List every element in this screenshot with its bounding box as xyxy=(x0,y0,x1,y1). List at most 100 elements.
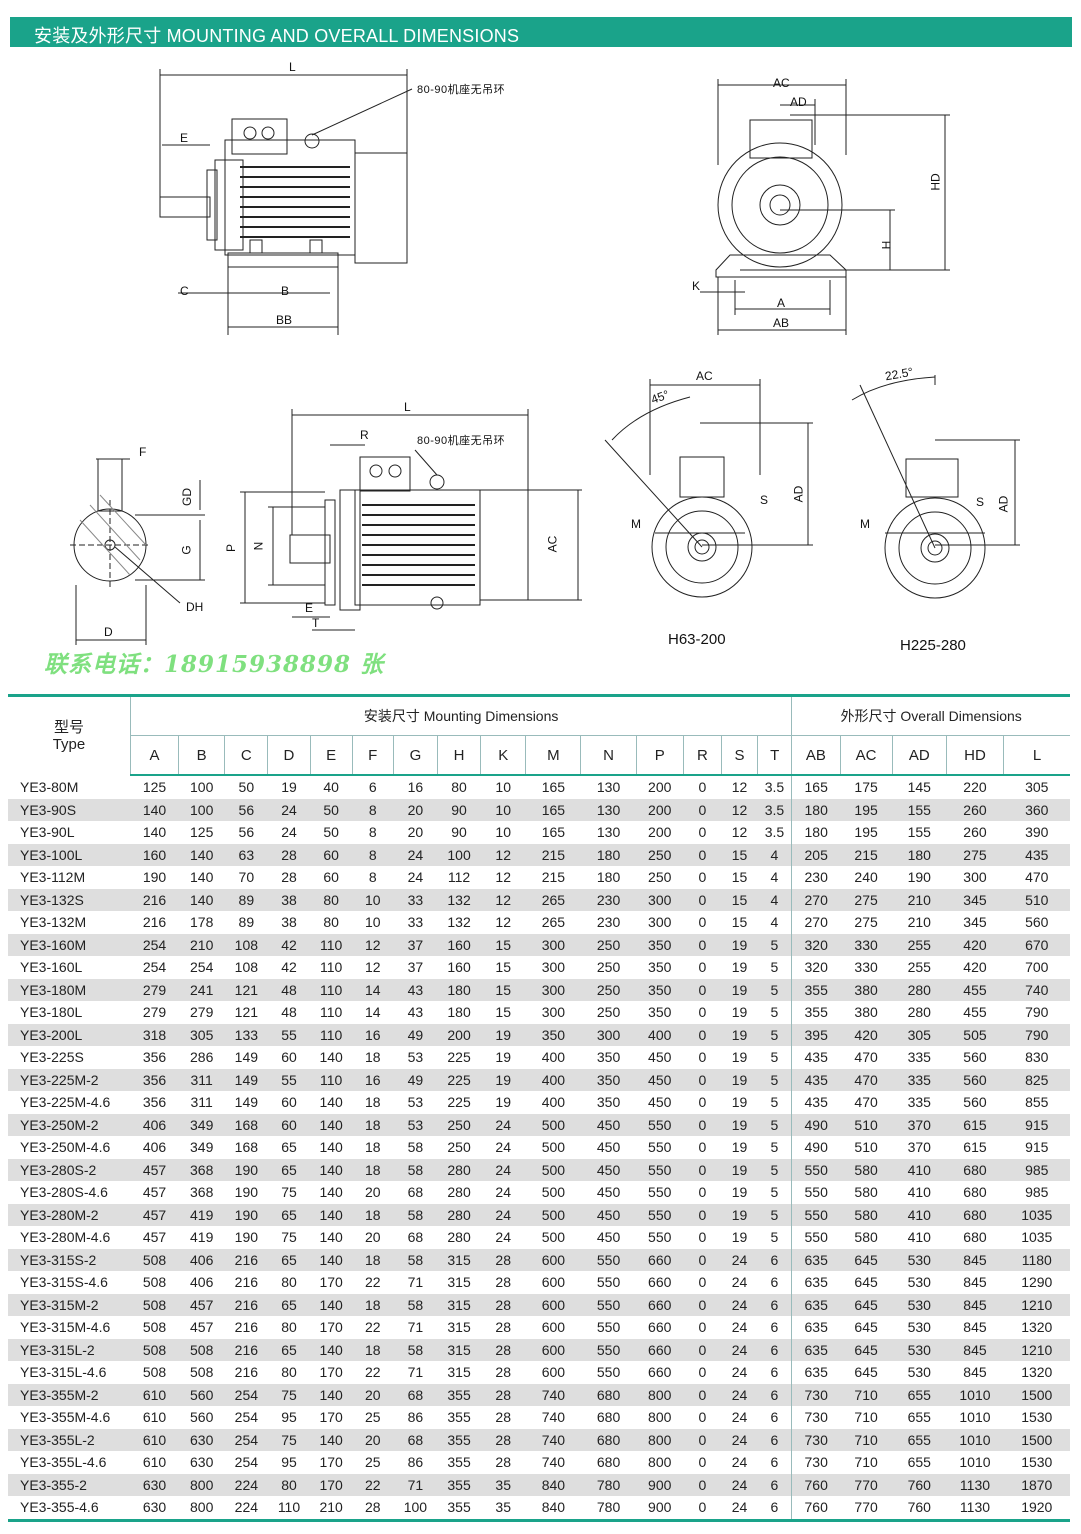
value-cell: 28 xyxy=(281,869,297,886)
value-cell: 680 xyxy=(963,1184,987,1201)
value-cell: 18 xyxy=(352,1293,394,1316)
value-cell: 345 xyxy=(963,914,987,931)
value-cell: 140 xyxy=(310,1428,353,1451)
value-cell: 790 xyxy=(1025,1004,1049,1021)
label-P: P xyxy=(224,543,239,553)
value-cell: 260 xyxy=(963,824,987,841)
value-cell: 215 xyxy=(525,843,581,866)
value-cell: 75 xyxy=(281,1184,297,1201)
value-cell: 580 xyxy=(840,1158,893,1181)
value-cell: 790 xyxy=(1003,1023,1070,1046)
value-cell: 740 xyxy=(1003,978,1070,1001)
value-cell: 1530 xyxy=(1021,1454,1053,1471)
value-cell: 130 xyxy=(596,824,621,841)
value-cell: 24 xyxy=(267,798,311,821)
value-cell: 65 xyxy=(267,1293,311,1316)
value-cell: 18 xyxy=(364,1094,381,1111)
type-cell: YE3-160M xyxy=(8,933,131,956)
value-cell: 90 xyxy=(437,798,481,821)
value-cell: 349 xyxy=(190,1139,214,1156)
value-cell: 6 xyxy=(757,1248,792,1271)
value-cell: 14 xyxy=(364,1004,381,1021)
value-cell: 19 xyxy=(721,1158,758,1181)
value-cell: 660 xyxy=(648,1319,672,1336)
label-AB: AB xyxy=(773,316,790,330)
label-T: T xyxy=(312,616,320,630)
type-cell: YE3-280S-2 xyxy=(8,1158,131,1181)
value-cell: 300 xyxy=(648,914,672,931)
value-cell: 5 xyxy=(757,933,792,956)
value-cell: 19 xyxy=(480,1068,526,1091)
value-cell: 254 xyxy=(142,959,167,976)
value-cell: 6 xyxy=(757,1383,792,1406)
value-cell: 530 xyxy=(907,1364,931,1381)
value-cell: 65 xyxy=(281,1139,297,1156)
column-header-l: L xyxy=(1003,735,1070,776)
type-cell: YE3-355-4.6 xyxy=(20,1499,99,1516)
value-cell: 457 xyxy=(142,1229,167,1246)
value-cell: 0 xyxy=(698,914,707,931)
value-cell: 508 xyxy=(190,1364,214,1381)
value-cell: 1210 xyxy=(1003,1338,1070,1361)
value-cell: 580 xyxy=(854,1229,878,1246)
value-cell: 12 xyxy=(495,869,511,886)
value-cell: 121 xyxy=(234,1004,259,1021)
value-cell: 24 xyxy=(721,1383,758,1406)
value-cell: 24 xyxy=(281,824,297,841)
value-cell: 216 xyxy=(224,1338,268,1361)
type-cell: YE3-250M-2 xyxy=(8,1113,131,1136)
value-cell: 24 xyxy=(393,843,438,866)
value-cell: 12 xyxy=(731,779,748,796)
value-cell: 68 xyxy=(407,1229,424,1246)
value-cell: 15 xyxy=(480,978,526,1001)
value-cell: 500 xyxy=(525,1158,581,1181)
value-cell: 140 xyxy=(178,843,225,866)
value-cell: 3.5 xyxy=(757,798,792,821)
value-cell: 450 xyxy=(580,1158,637,1181)
label-AC-flange: AC xyxy=(696,369,713,383)
value-cell: 655 xyxy=(907,1454,931,1471)
value-cell: 660 xyxy=(648,1364,672,1381)
value-cell: 19 xyxy=(721,933,758,956)
value-cell: 132 xyxy=(447,914,471,931)
value-cell: 160 xyxy=(447,959,471,976)
label-AD-top: AD xyxy=(790,95,807,109)
value-cell: 300 xyxy=(541,1004,566,1021)
value-cell: 110 xyxy=(310,933,353,956)
value-cell: 315 xyxy=(437,1248,481,1271)
column-header-b: B xyxy=(178,735,225,776)
value-cell: 56 xyxy=(238,824,255,841)
value-cell: 315 xyxy=(437,1338,481,1361)
value-cell: 6 xyxy=(757,1428,792,1451)
value-cell: 190 xyxy=(224,1158,268,1181)
table-top-rule xyxy=(8,694,1070,697)
column-header-hd: HD xyxy=(945,735,1004,776)
value-cell: 5 xyxy=(770,959,779,976)
value-cell: 300 xyxy=(525,978,581,1001)
value-cell: 6 xyxy=(770,1409,779,1426)
value-cell: 355 xyxy=(791,1001,841,1024)
value-cell: 125 xyxy=(190,824,214,841)
value-cell: 345 xyxy=(946,888,1004,911)
value-cell: 800 xyxy=(178,1473,225,1496)
value-cell: 286 xyxy=(190,1049,214,1066)
value-cell: 1010 xyxy=(959,1454,991,1471)
value-cell: 508 xyxy=(178,1338,225,1361)
value-cell: 645 xyxy=(854,1319,878,1336)
value-cell: 355 xyxy=(447,1454,471,1471)
value-cell: 255 xyxy=(892,933,947,956)
value-cell: 170 xyxy=(319,1454,343,1471)
column-header-ac: AC xyxy=(839,735,893,776)
value-cell: 10 xyxy=(495,779,511,796)
value-cell: 86 xyxy=(407,1409,424,1426)
value-cell: 68 xyxy=(393,1383,438,1406)
value-cell: 5 xyxy=(757,1023,792,1046)
value-cell: 400 xyxy=(541,1049,566,1066)
value-cell: 216 xyxy=(234,1319,259,1336)
value-cell: 18 xyxy=(352,1113,394,1136)
value-cell: 845 xyxy=(963,1364,987,1381)
